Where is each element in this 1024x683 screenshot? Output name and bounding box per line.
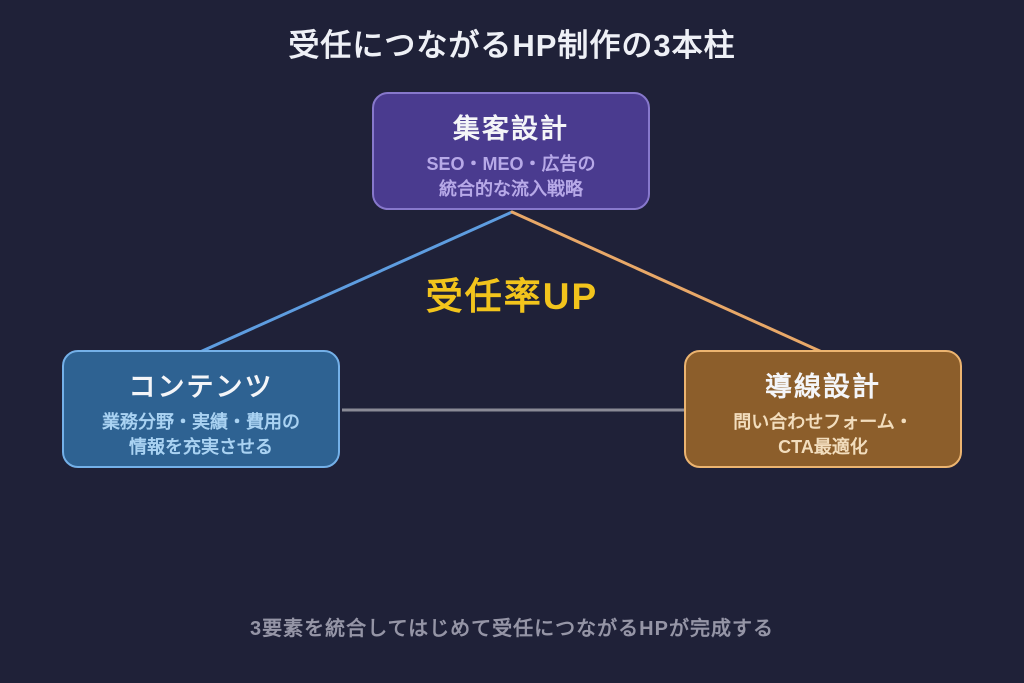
connector-top-to-right (510, 210, 824, 354)
node-content-subtitle: 業務分野・実績・費用の 情報を充実させる (64, 410, 338, 460)
subtitle-line-1: SEO・MEO・広告の (426, 154, 596, 174)
subtitle-line-2: CTA最適化 (778, 437, 868, 457)
node-attraction-design: 集客設計 SEO・MEO・広告の 統合的な流入戦略 (372, 92, 650, 210)
node-flow-design-subtitle: 問い合わせフォーム・ CTA最適化 (686, 410, 960, 460)
node-attraction-design-subtitle: SEO・MEO・広告の 統合的な流入戦略 (374, 152, 648, 202)
connector-top-to-left (198, 210, 514, 354)
node-content: コンテンツ 業務分野・実績・費用の 情報を充実させる (62, 350, 340, 468)
node-attraction-design-title: 集客設計 (453, 114, 569, 144)
node-flow-design-title: 導線設計 (765, 372, 881, 402)
subtitle-line-2: 情報を充実させる (129, 437, 273, 457)
subtitle-line-1: 問い合わせフォーム・ (733, 412, 913, 432)
page-title: 受任につながるHP制作の3本柱 (288, 28, 736, 63)
node-content-title: コンテンツ (128, 372, 274, 402)
subtitle-line-2: 統合的な流入戦略 (439, 179, 583, 199)
node-flow-design: 導線設計 問い合わせフォーム・ CTA最適化 (684, 350, 962, 468)
bottom-caption: 3要素を統合してはじめて受任につながるHPが完成する (250, 618, 774, 640)
center-label-acceptance-rate-up: 受任率UP (425, 276, 599, 317)
subtitle-line-1: 業務分野・実績・費用の (102, 412, 300, 432)
